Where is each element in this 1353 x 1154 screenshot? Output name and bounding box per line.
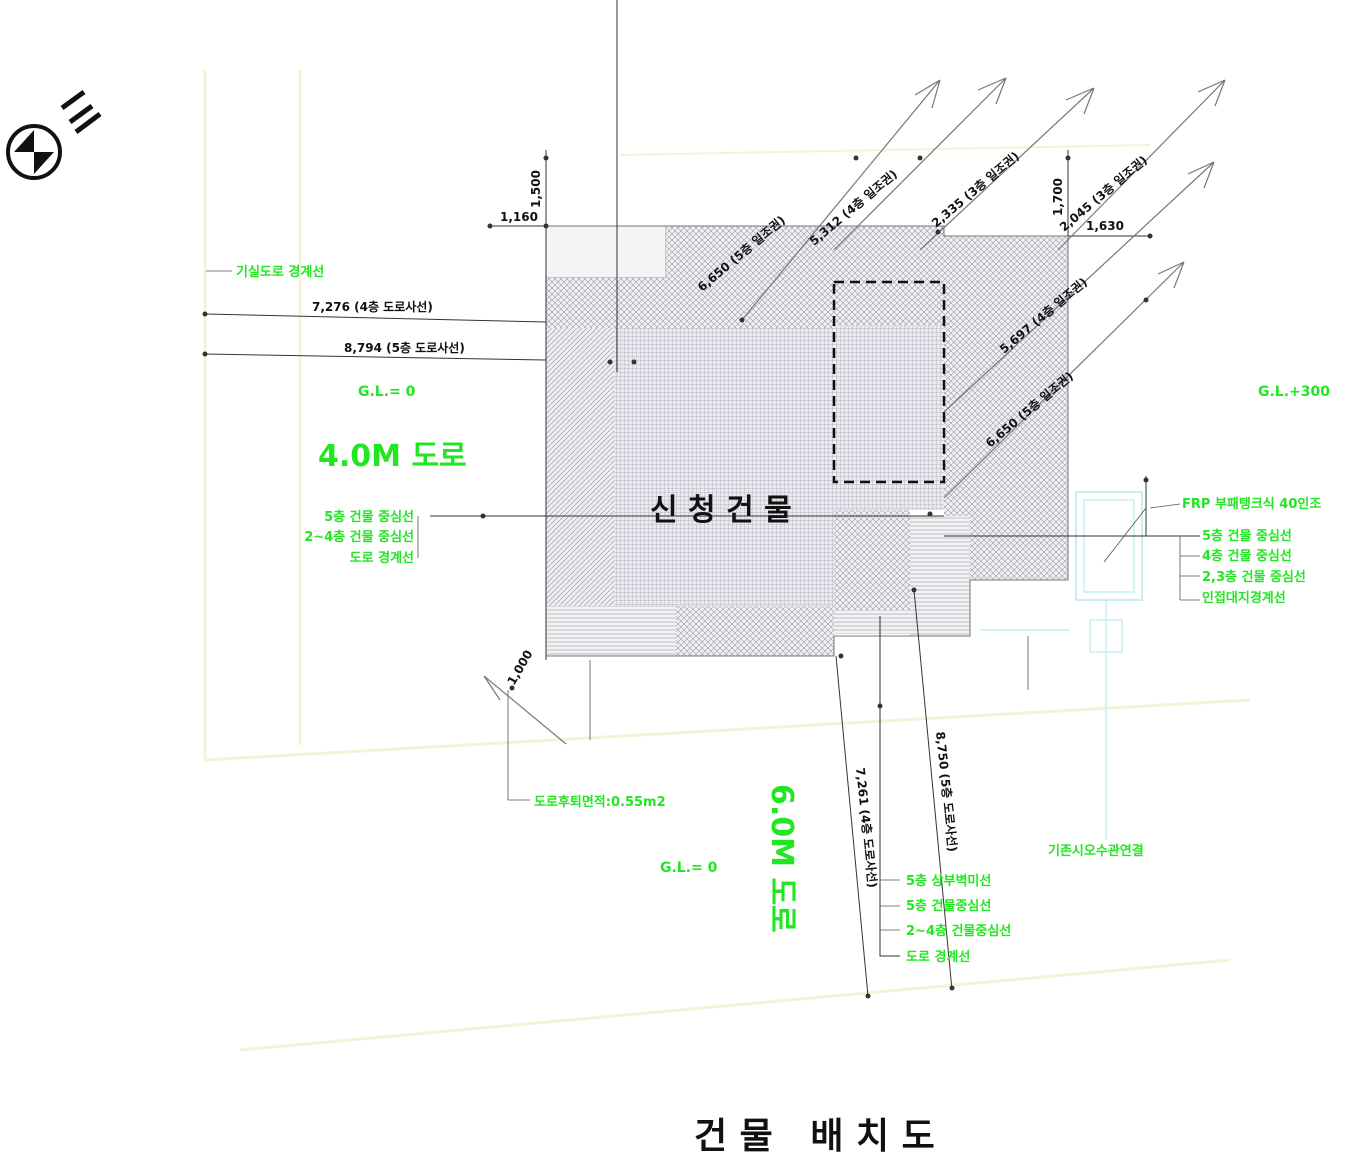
dim-8794: 8,794 (5층 도로사선)	[344, 340, 465, 355]
dimension-lines	[204, 0, 1200, 997]
dim-1160: 1,160	[500, 210, 538, 224]
dim-1630: 1,630	[1086, 219, 1124, 233]
gl-west: G.L.= 0	[358, 384, 416, 400]
south-line-4: 도로 경계선	[906, 949, 970, 965]
dim-7276: 7,276 (4층 도로사선)	[312, 299, 433, 314]
dim-1500: 1,500	[529, 170, 543, 208]
north-arrow-icon	[6, 89, 102, 180]
existing-road-boundary: 기실도로 경계선	[236, 264, 324, 280]
gl-south: G.L.= 0	[660, 860, 718, 876]
west-line-3: 도로 경계선	[350, 550, 414, 566]
drawing-title: 건 물 배 치 도	[694, 1116, 935, 1154]
south-line-1: 5층 상부벽미선	[906, 873, 991, 889]
south-line-2: 5층 건물중심선	[906, 898, 991, 914]
annotations: 기실도로 경계선 G.L.= 0 4.0M 도로 5층 건물 중심선 2~4층 …	[236, 264, 1330, 965]
east-line-3: 2,3층 건물 중심선	[1202, 569, 1306, 585]
sewer-connection: 기존시오수관연결	[1048, 843, 1144, 859]
tick-dots	[202, 155, 1153, 999]
gl-east: G.L.+300	[1258, 384, 1330, 400]
dim-2335: 2,335 (3층 일조권)	[928, 148, 1022, 230]
dim-7261: 7,261 (4층 도로사선)	[853, 767, 881, 889]
dim-1700: 1,700	[1051, 178, 1065, 216]
east-line-1: 5층 건물 중심선	[1202, 528, 1292, 544]
road-west-label: 4.0M 도로	[318, 439, 467, 474]
building-label: 신 청 건 물	[650, 493, 792, 528]
daylight-arrows	[483, 77, 1226, 745]
septic-tank	[980, 491, 1143, 840]
west-line-1: 5층 건물 중심선	[324, 509, 414, 525]
east-line-2: 4층 건물 중심선	[1202, 548, 1292, 564]
road-south-label: 6.0M 도로	[764, 784, 799, 933]
site-guides	[203, 70, 1251, 1052]
south-line-3: 2~4층 건물중심선	[906, 923, 1011, 939]
dim-1000: 1,000	[504, 648, 535, 688]
east-line-4: 인접대지경계선	[1202, 590, 1286, 606]
road-setback-area: 도로후퇴면적:0.55m2	[534, 794, 666, 810]
frp-septic-label: FRP 부패탱크식 40인조	[1182, 496, 1321, 512]
west-line-2: 2~4층 건물 중심선	[304, 529, 414, 545]
